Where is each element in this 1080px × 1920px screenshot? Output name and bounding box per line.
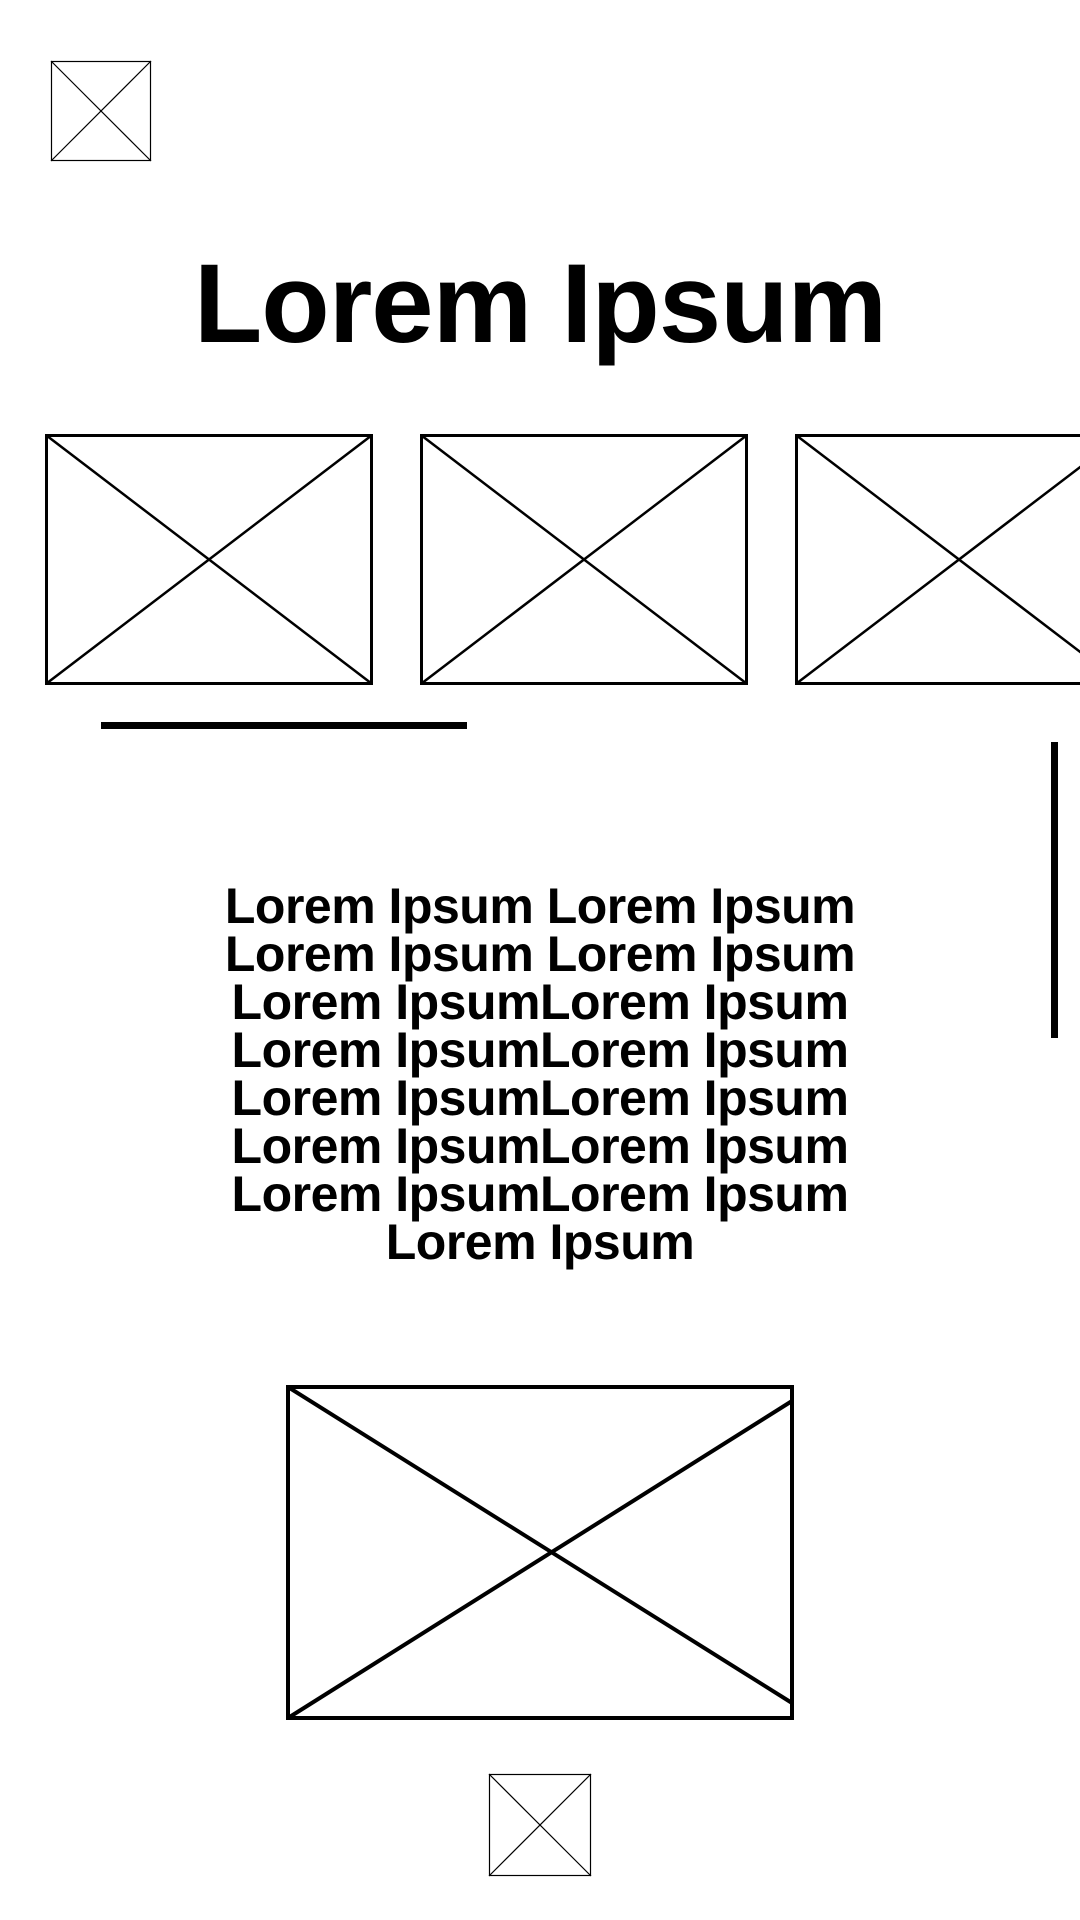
page-title: Lorem Ipsum xyxy=(193,241,887,366)
body-text: Lorem Ipsum Lorem Ipsum Lorem Ipsum Lore… xyxy=(224,878,856,1270)
scrollbar[interactable] xyxy=(1051,742,1058,1038)
hero-image-placeholder-icon[interactable] xyxy=(286,1385,794,1720)
carousel-item-3-image-placeholder-icon[interactable] xyxy=(795,434,1080,685)
carousel-item-2-image-placeholder-icon[interactable] xyxy=(420,434,748,685)
bottom-image-placeholder-icon[interactable] xyxy=(488,1773,592,1877)
carousel-indicator[interactable] xyxy=(101,722,467,729)
carousel-item-1-image-placeholder-icon[interactable] xyxy=(45,434,373,685)
top-image-placeholder-icon[interactable] xyxy=(50,60,152,162)
